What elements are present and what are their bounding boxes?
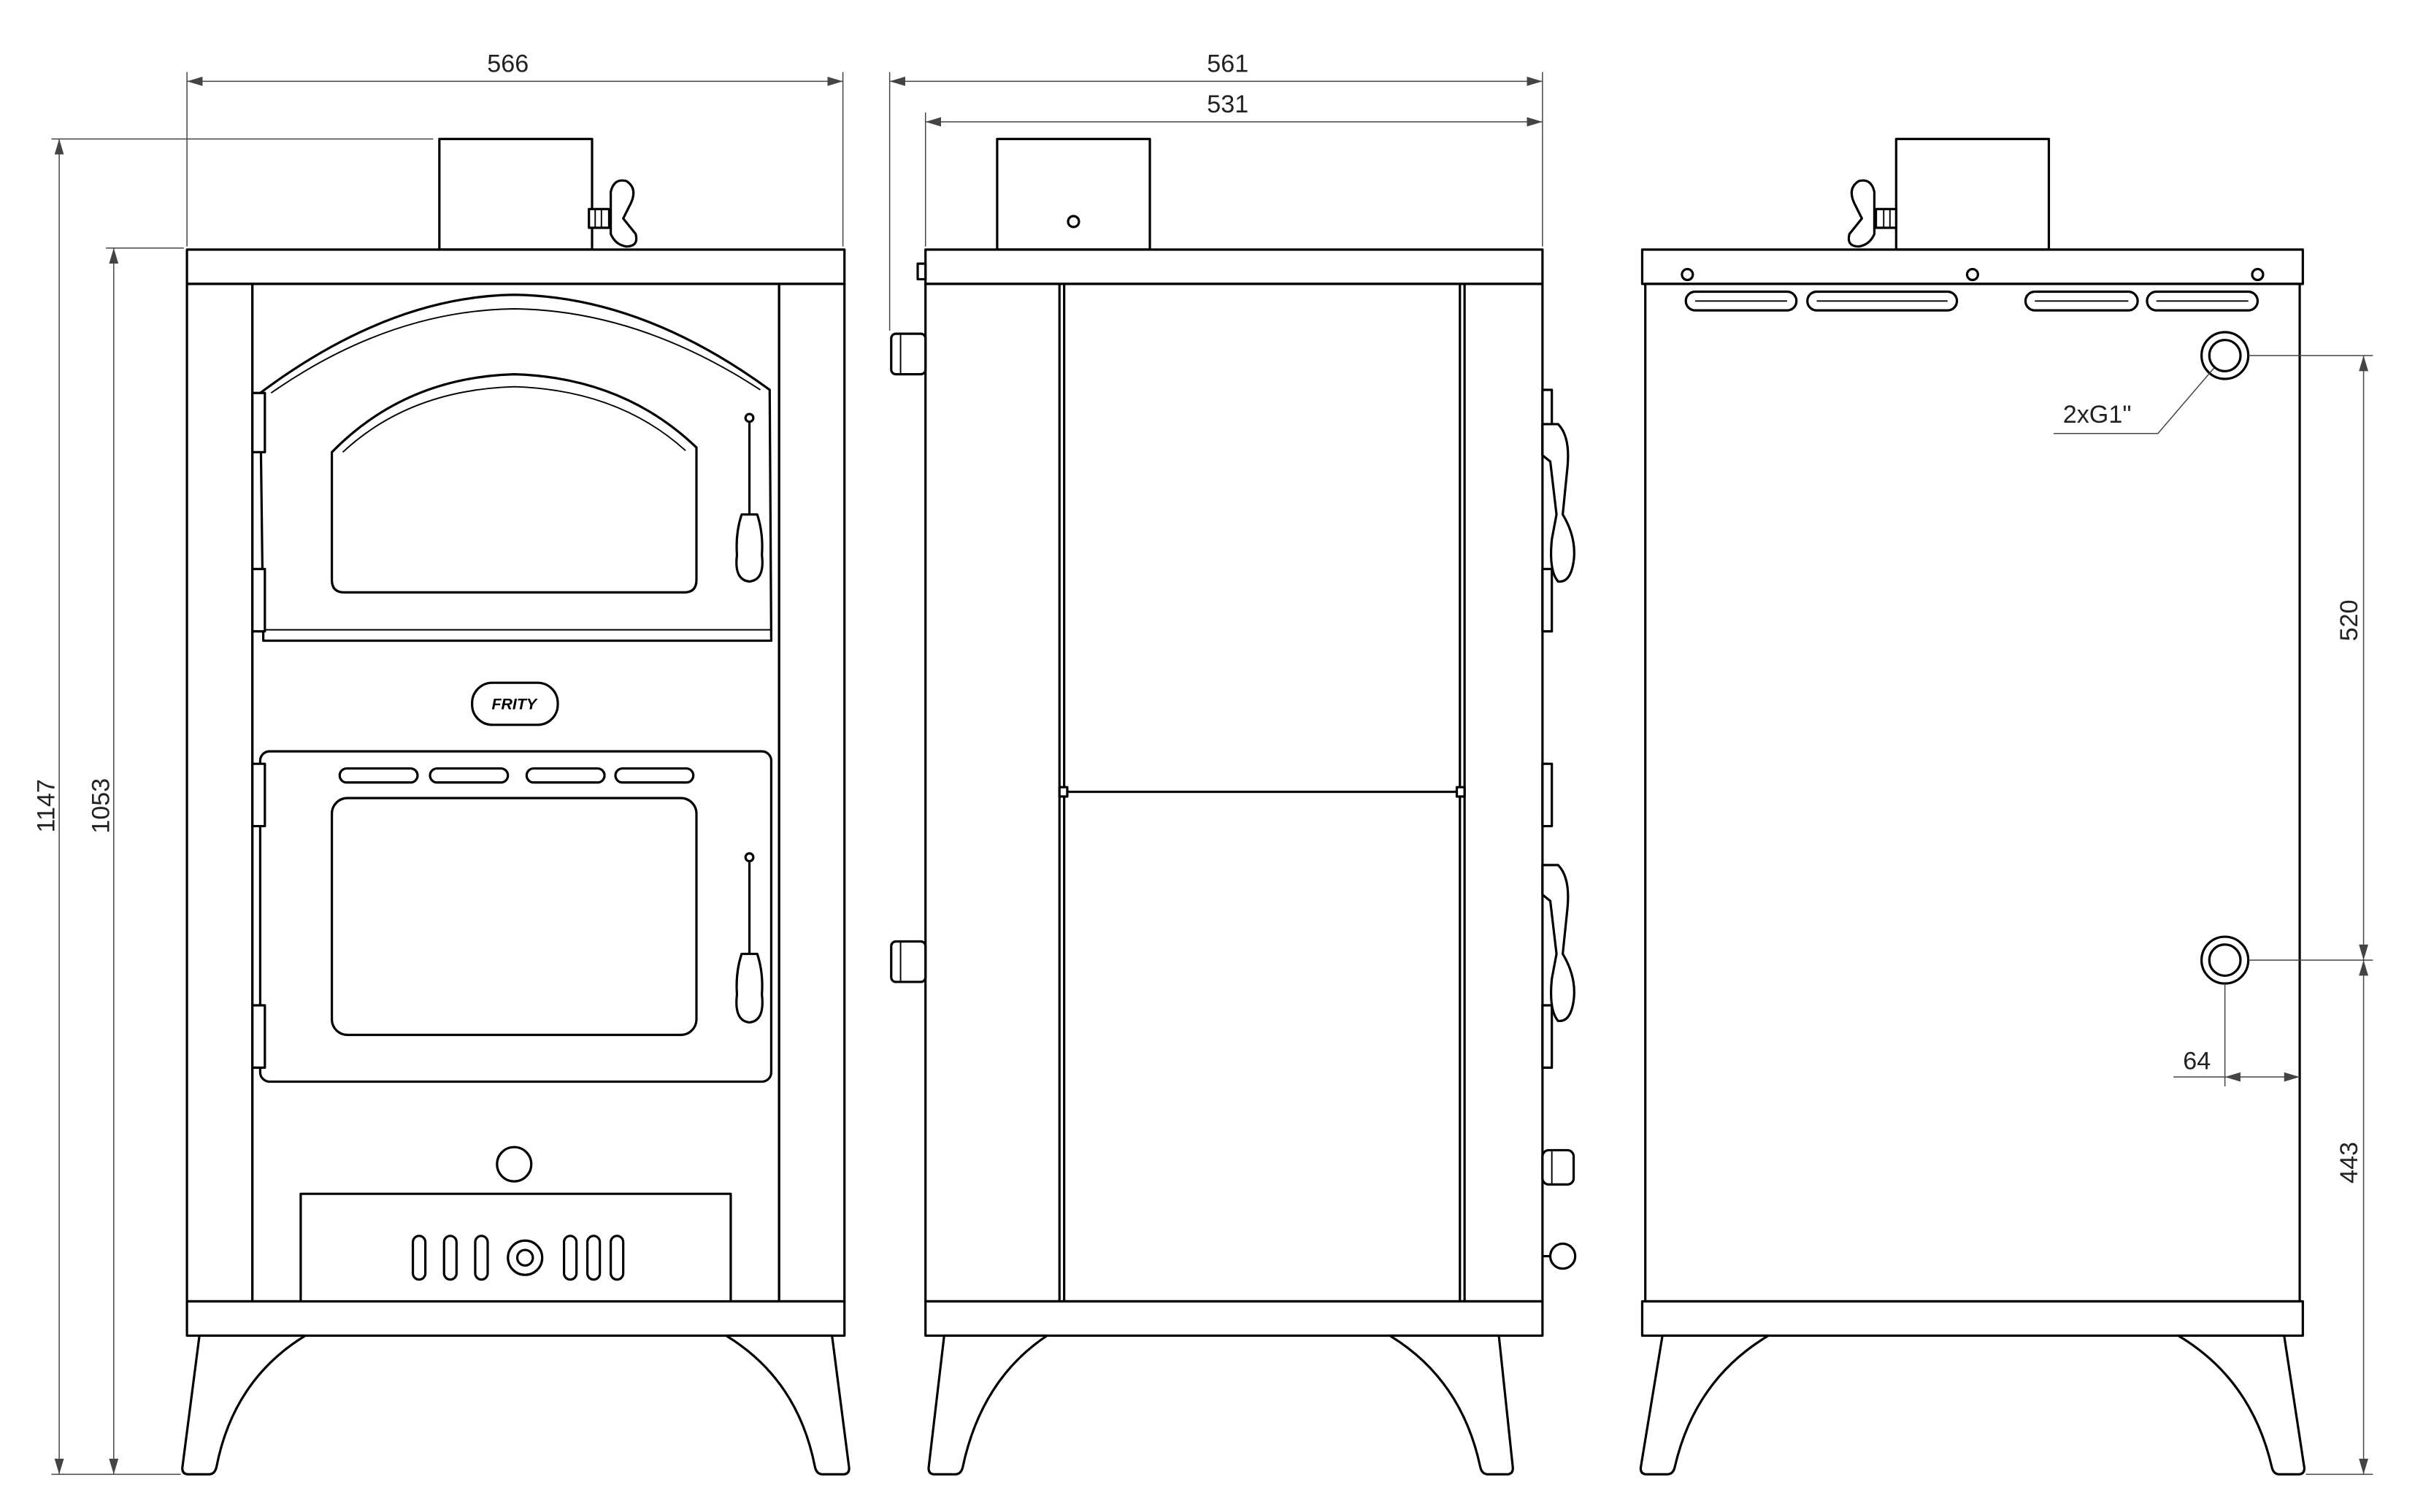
control-knob (496, 1145, 533, 1183)
side-panel-right (778, 283, 846, 1303)
leg-right (724, 1334, 851, 1475)
door-handle-grip-lower (735, 952, 764, 1024)
rear-view: 2xG1" 520 443 64 (1639, 137, 2373, 1475)
rear-panel (1644, 283, 2301, 1303)
dim-body-height-label: 1053 (87, 778, 115, 834)
water-connection-upper-bore (2208, 339, 2242, 372)
dim-overall-depth-label: 561 (1207, 50, 1248, 78)
ash-drawer-slot (610, 1235, 625, 1281)
flue-screw-hole (1067, 215, 1080, 229)
oven-window-upper (330, 373, 698, 594)
oven-window-upper-inner-line (342, 385, 686, 453)
door-handle-profile-lower (1541, 864, 1575, 1022)
divider-clip-right (1455, 786, 1466, 798)
flue-bolt (588, 207, 611, 229)
wing-nut-icon (1847, 179, 1876, 248)
screw-icon (1681, 267, 1694, 282)
connection-thread-label: 2xG1" (2063, 401, 2132, 429)
dim-spacing-label: 520 (2335, 599, 2363, 641)
leg-right (2177, 1334, 2306, 1475)
ash-drawer-knob-center (515, 1248, 534, 1267)
brand-logo-text: FRITY (491, 695, 537, 713)
water-pipe-stub-lower (890, 940, 927, 983)
hinge-profile (1541, 762, 1554, 828)
ash-drawer-slot (474, 1235, 489, 1281)
door-handle-profile-upper (1541, 423, 1575, 583)
base-plinth (185, 1300, 846, 1338)
base-plinth (924, 1300, 1544, 1338)
connection-leader-line (2053, 367, 2215, 434)
leg-left (1639, 1334, 1770, 1475)
flue-collar (996, 137, 1151, 251)
air-vent-slot (525, 767, 606, 784)
ash-drawer-slot (411, 1235, 427, 1281)
door-handle-grip-upper (735, 513, 764, 583)
ash-drawer-slot (562, 1235, 578, 1281)
door-handle-tip-upper (744, 412, 755, 423)
leg-left (927, 1334, 1048, 1475)
hinge-profile (1541, 567, 1554, 633)
leg-right (1389, 1334, 1514, 1475)
air-vent-slot (338, 767, 419, 784)
control-knob-profile (1541, 1148, 1575, 1186)
leg-left (181, 1334, 307, 1475)
flue-collar (1894, 137, 2051, 251)
drawer-knob-profile (1548, 1242, 1577, 1270)
hinge-upper-top (251, 391, 266, 453)
dim-width-label: 566 (487, 50, 529, 78)
front-view: 566 1147 1053 FRITY (33, 50, 851, 1475)
water-connection-lower-bore (2208, 943, 2242, 978)
air-vent-slot (614, 767, 695, 784)
wing-nut-icon (610, 179, 638, 248)
ash-drawer-slot (585, 1235, 602, 1281)
top-plate (185, 248, 846, 285)
dim-overall-height-label: 1147 (33, 779, 61, 832)
dim-lower-height-label: 443 (2335, 1142, 2363, 1183)
screw-icon (2251, 267, 2265, 282)
side-view: 561 531 (888, 50, 1577, 1475)
water-pipe-stub-upper (890, 332, 927, 376)
brand-logo-badge (471, 681, 559, 726)
top-plate-stud (916, 262, 927, 281)
door-handle-tip-lower (744, 852, 755, 863)
base-plinth (1640, 1300, 2304, 1338)
ash-drawer-slot (442, 1235, 458, 1281)
dim-offset-label: 64 (2183, 1047, 2211, 1075)
hinge-profile (1541, 1004, 1554, 1069)
flue-bolt (1874, 207, 1897, 229)
oven-window-lower (330, 797, 698, 1037)
divider-clip-left (1058, 786, 1069, 798)
air-vent-slot (429, 767, 510, 784)
hinge-lower-top (251, 762, 266, 828)
screw-icon (1965, 267, 1979, 282)
dim-body-depth-label: 531 (1207, 91, 1248, 118)
hinge-upper-bottom (251, 567, 266, 633)
oven-door-upper-arch-line (270, 308, 761, 394)
top-plate (924, 248, 1544, 285)
hinge-lower-bottom (251, 1004, 266, 1069)
side-panel-left (185, 283, 254, 1303)
flue-collar (438, 137, 594, 251)
